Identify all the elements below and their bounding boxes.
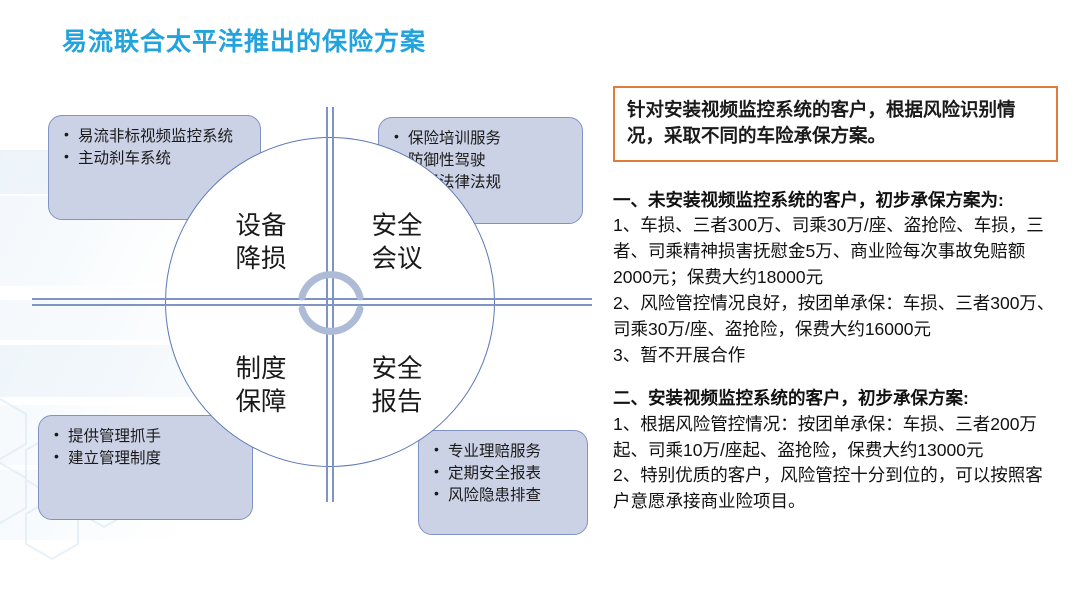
- section-heading-two: 二、安装视频监控系统的客户，初步承保方案:: [613, 387, 969, 408]
- corner-box-bottom-left: 提供管理抓手 建立管理制度: [38, 415, 253, 520]
- quadrant-label-safety-report: 安全 报告: [371, 355, 423, 416]
- right-panel: 针对安装视频监控系统的客户，根据风险识别情况，采取不同的车险承保方案。 一、未安…: [613, 86, 1058, 515]
- list-item: 易流非标视频监控系统: [63, 125, 248, 147]
- body-text-block: 一、未安装视频监控系统的客户，初步承保方案为: 1、车损、三者300万、司乘30…: [613, 188, 1058, 516]
- corner-box-bottom-right-list: 专业理赔服务 定期安全报表 风险隐患排查: [433, 440, 575, 506]
- corner-box-top-left-list: 易流非标视频监控系统 主动刹车系统: [63, 125, 248, 169]
- corner-box-bottom-right: 专业理赔服务 定期安全报表 风险隐患排查: [418, 430, 588, 535]
- list-item: 专业理赔服务: [433, 440, 575, 462]
- list-item: 主动刹车系统: [63, 147, 248, 169]
- diagram-circle: [165, 137, 495, 467]
- quadrant-diagram: 易流非标视频监控系统 主动刹车系统 保险培训服务 防御性驾驶 交通法律法规 提供…: [30, 105, 600, 535]
- list-item: 定期安全报表: [433, 462, 575, 484]
- paragraph-spacer: [613, 369, 1058, 386]
- list-item: 提供管理抓手: [53, 425, 240, 447]
- list-item: 建立管理制度: [53, 447, 240, 469]
- recycle-arrows-icon: [298, 271, 364, 335]
- list-item: 风险隐患排查: [433, 484, 575, 506]
- corner-box-bottom-left-list: 提供管理抓手 建立管理制度: [53, 425, 240, 469]
- quadrant-label-safety-meeting: 安全 会议: [371, 212, 423, 273]
- section-two-item-1: 1、根据风险管控情况：按团单承保：车损、三者200万起、司乘10万/座起、盗抢险…: [613, 413, 1037, 460]
- section-heading-one: 一、未安装视频监控系统的客户，初步承保方案为:: [613, 189, 1004, 210]
- section-one-item-3: 3、暂不开展合作: [613, 344, 746, 365]
- quadrant-label-system-assurance: 制度 保障: [235, 355, 287, 416]
- highlight-callout: 针对安装视频监控系统的客户，根据风险识别情况，采取不同的车险承保方案。: [613, 86, 1058, 162]
- page-title: 易流联合太平洋推出的保险方案: [62, 28, 427, 56]
- quadrant-label-equipment-loss-reduction: 设备 降损: [235, 212, 287, 273]
- list-item: 保险培训服务: [393, 127, 570, 149]
- horizontal-divider: [32, 298, 592, 306]
- section-two-item-2: 2、特别优质的客户，风险管控十分到位的，可以按照客户意愿承接商业险项目。: [613, 465, 1043, 512]
- section-one-item-1: 1、车损、三者300万、司乘30万/座、盗抢险、车损，三者、司乘精神损害抚慰金5…: [613, 215, 1044, 288]
- section-one-item-2: 2、风险管控情况良好，按团单承保：车损、三者300万、司乘30万/座、盗抢险，保…: [613, 293, 1055, 339]
